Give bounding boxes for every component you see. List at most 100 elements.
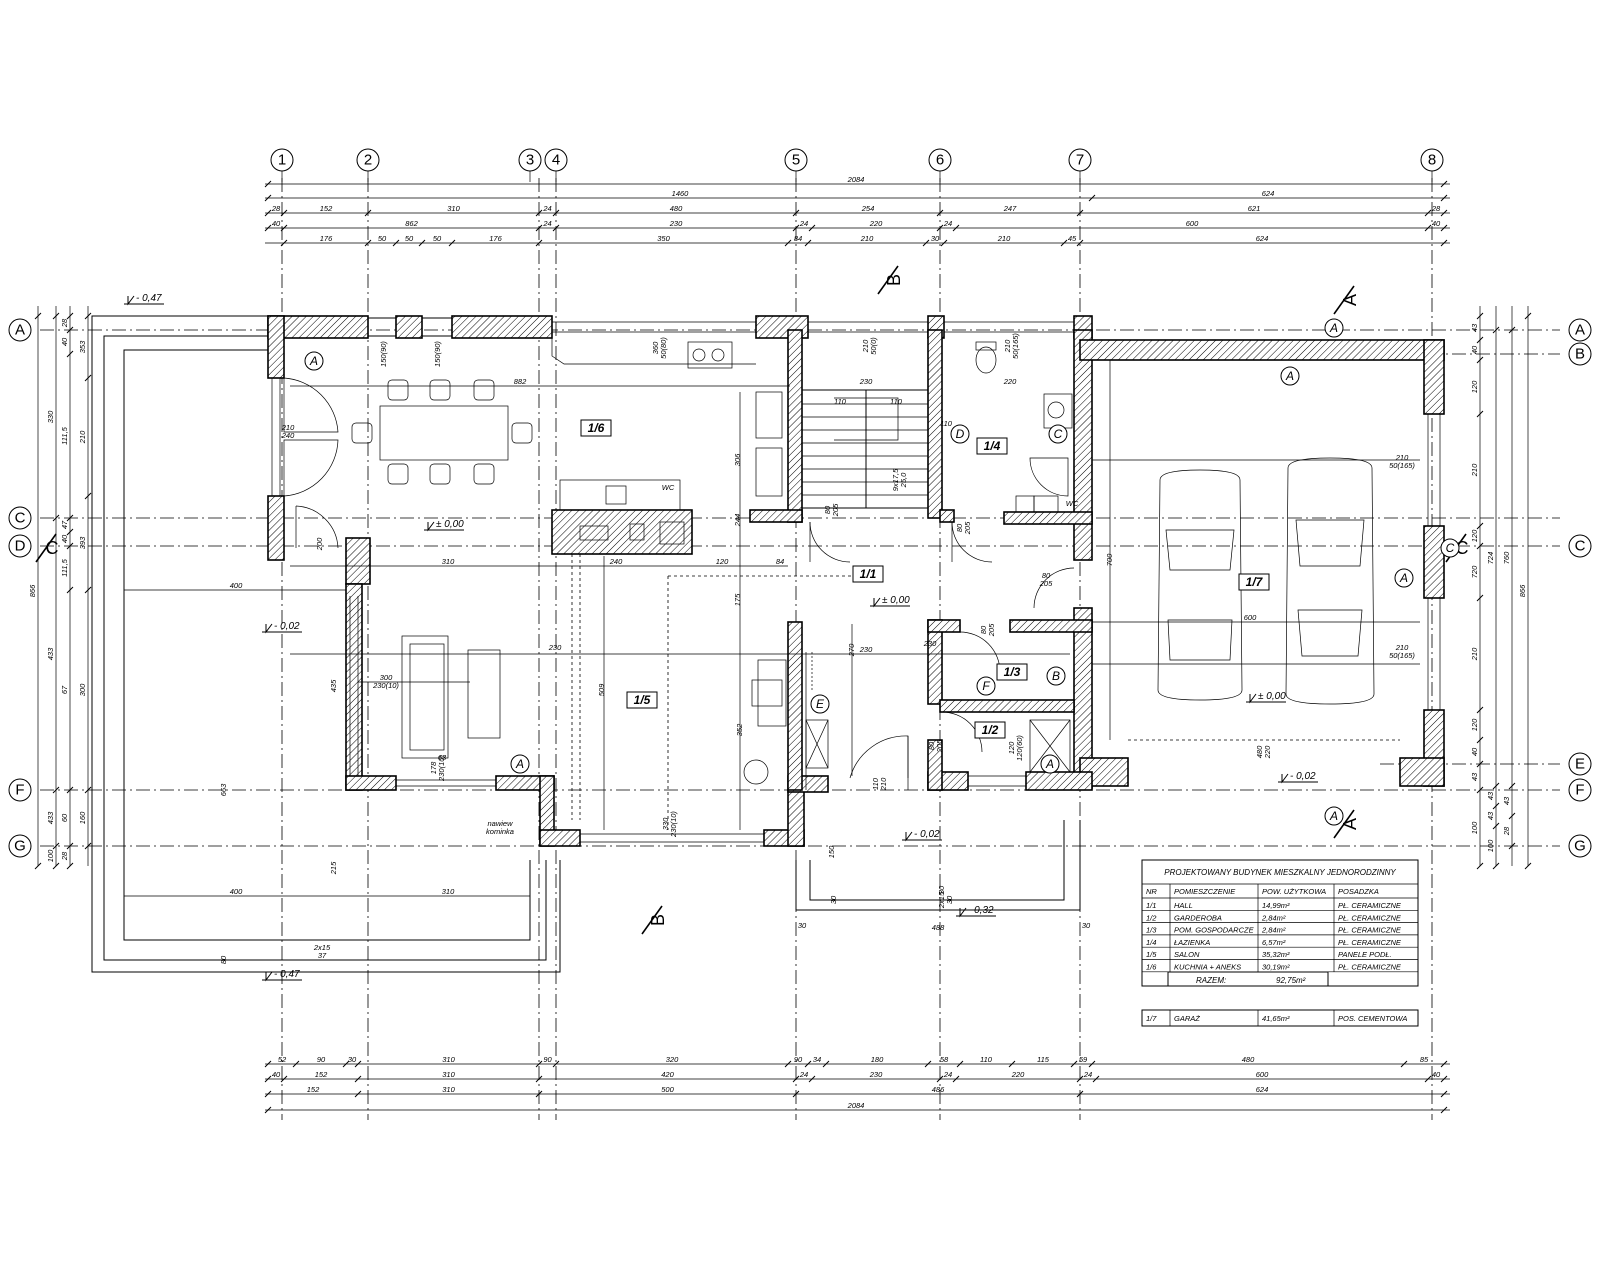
section-marker-a-top-label: A (1340, 294, 1360, 306)
grid-column-3: 3 (518, 148, 542, 172)
dim-bottom-row2: 220 (1011, 1070, 1025, 1079)
dimension-inner: 244 (733, 514, 742, 528)
window-mark-B: B (1046, 666, 1066, 686)
dim-right-inner1: 43 (1486, 811, 1495, 820)
level-markers: ± 0,00± 0,00± 0,00- 0,02- 0,02- 0,02- 0,… (124, 293, 1318, 982)
level-terrace-bottom-label: - 0,47 (274, 969, 300, 980)
table-header-0: NR (1146, 887, 1157, 896)
window-mark-C-label: C (1446, 541, 1455, 555)
dimension-inner: 120 (716, 557, 729, 566)
grid-column-6-label: 6 (936, 152, 944, 169)
dim-left-mid: 100 (46, 849, 55, 862)
window-mark-B-label: B (1052, 669, 1060, 683)
dim-top-row3: 254 (861, 204, 875, 213)
dim-bottom-row2: 40 (1432, 1070, 1441, 1079)
dimension-inner: 80 (219, 955, 228, 964)
dim-right-inner2: 210 (1470, 647, 1479, 661)
table-cell: 1/6 (1146, 963, 1157, 972)
dimension-inner: 230 (859, 645, 873, 654)
building-walls (267, 315, 1445, 847)
dim-top-row4: 600 (1186, 219, 1199, 228)
dim-left-inner: 111,5 (60, 558, 69, 576)
dim-top-row4: 40 (272, 219, 281, 228)
grid-row-right-E-label: E (1575, 756, 1585, 773)
dim-top-row4: 862 (405, 219, 418, 228)
window-mark-A: A (1324, 806, 1344, 826)
dim-bottom-row1: 320 (666, 1055, 679, 1064)
dim-top-row3: 310 (447, 204, 460, 213)
dimension-inner: 230 (859, 377, 873, 386)
dimension-inner: 663 (219, 783, 228, 796)
dim-top-row3: 28 (271, 204, 281, 213)
dim-top-row5: 50 (378, 234, 387, 243)
dimension-inner: 110 (890, 397, 903, 406)
room-labels: 1/11/21/31/41/51/61/7 (580, 419, 1270, 739)
grid-row-left-G-label: G (14, 838, 26, 855)
level-garage-front: - 0,02 (1278, 771, 1318, 784)
dimension-inner: 488 (932, 923, 945, 932)
section-marker-c-right-label: C (1456, 538, 1469, 558)
dimension-inner: 110 (834, 397, 847, 406)
dim-right-inner2: 120 (1470, 718, 1479, 731)
dimension-inner: 110 (940, 419, 953, 428)
level-kitchen: ± 0,00 (424, 519, 464, 532)
annotation-d-80-205a: 80205 (823, 503, 840, 517)
dimension-inner: 310 (442, 557, 455, 566)
annotation-d-80-205e: 80205 (927, 739, 944, 753)
dim-right-inner2: 720 (1470, 565, 1479, 578)
grid-column-2-label: 2 (364, 152, 372, 169)
room-1-7-label: 1/7 (1246, 575, 1264, 589)
dim-top-row5: 45 (1068, 234, 1077, 243)
dim-bottom-row2: 24 (799, 1070, 808, 1079)
dim-top-row5: 210 (997, 234, 1011, 243)
dim-bottom-row1: 58 (940, 1055, 949, 1064)
dim-left-mid: 433 (46, 811, 55, 824)
level-steps: - 0,32 (956, 905, 996, 918)
living-furniture (401, 635, 829, 790)
window-mark-A-label: A (1329, 321, 1338, 335)
table-cell: 1/5 (1146, 950, 1157, 959)
grid-row-right-E: E (1568, 752, 1592, 776)
table-garage-cell: 41,65m² (1262, 1014, 1290, 1023)
annotation-w-stair: 21050(0) (861, 337, 878, 355)
table-cell: ŁAZIENKA (1174, 938, 1210, 947)
grid-row-right-B: B (1568, 342, 1592, 366)
dim-bottom-row1: 34 (813, 1055, 821, 1064)
dim-top-row3: 152 (320, 204, 333, 213)
dim-bottom-row1: 310 (442, 1055, 455, 1064)
dim-right-inner2: 40 (1470, 345, 1479, 354)
dim-right-inner2: 120 (1470, 529, 1479, 542)
dim-bottom-row3: 310 (442, 1085, 455, 1094)
table-cell: 14,99m² (1262, 901, 1290, 910)
annotation-w-150-90a: 150(90) (379, 341, 388, 367)
dim-bottom-row3: 486 (932, 1085, 945, 1094)
dim-right-inner2: 43 (1470, 772, 1479, 781)
dim-left-inner2: 210 (78, 430, 87, 444)
dim-top-row5: 176 (489, 234, 502, 243)
dimension-inner: 310 (442, 887, 455, 896)
section-marker-a-bottom: A (1333, 809, 1360, 839)
window-mark-F: F (976, 676, 996, 696)
level-terrace: - 0,02 (262, 621, 302, 634)
window-mark-F-label: F (982, 679, 990, 693)
section-marker-b-bottom-label: B (648, 914, 668, 926)
dim-top-row4: 24 (542, 219, 551, 228)
table-cell: GARDEROBA (1174, 913, 1222, 922)
window-mark-A-label: A (1285, 369, 1294, 383)
grid-row-right-C: C (1568, 534, 1592, 558)
table-garage-cell: 1/7 (1146, 1014, 1157, 1023)
table-header-1: POMIESZCZENIE (1174, 887, 1236, 896)
table-cell: 6,57m² (1262, 938, 1286, 947)
dimension-chains-left (37, 306, 89, 866)
dimension-inner: 220 (1003, 377, 1017, 386)
level-garage-front-label: - 0,02 (1290, 771, 1316, 782)
annotation-w-bath: 21050(165) (1003, 333, 1020, 359)
dim-bottom-row1: 90 (794, 1055, 803, 1064)
grid-row-left-D: D (8, 534, 32, 558)
annotation-s-120-60: 120120(60) (1007, 735, 1024, 761)
room-1-6-label: 1/6 (588, 421, 605, 435)
room-1-5-label: 1/5 (634, 693, 651, 707)
